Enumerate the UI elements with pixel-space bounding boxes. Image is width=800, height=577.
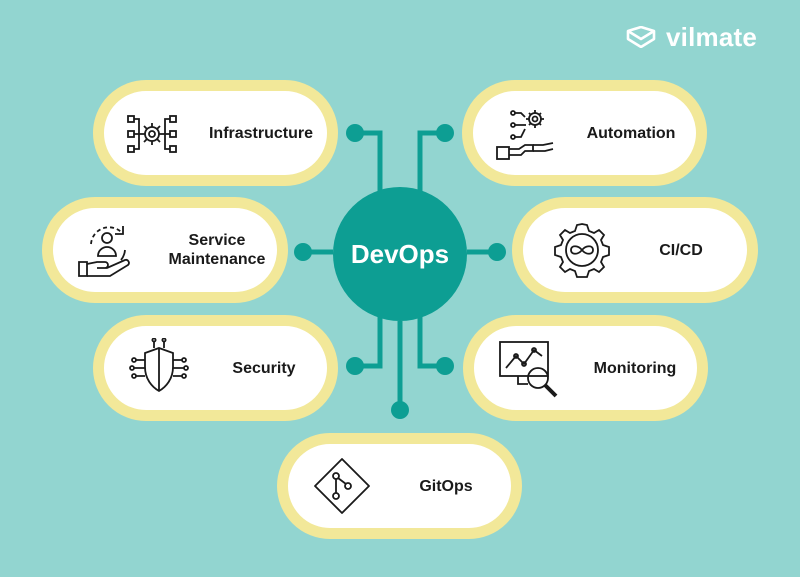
- brand-name: vilmate: [666, 21, 758, 52]
- infrastructure-gear-network-icon: [127, 115, 177, 153]
- node-label: Automation: [586, 124, 676, 142]
- brand-logo: vilmate: [626, 22, 757, 52]
- node-label: Monitoring: [593, 359, 677, 377]
- vilmate-logo-icon: [626, 26, 656, 48]
- node-label: CI/CD: [659, 241, 703, 259]
- node-infrastructure: Infrastructure: [93, 80, 338, 186]
- devops-hub: DevOps: [333, 187, 467, 321]
- node-label: Infrastructure: [208, 124, 314, 142]
- git-branch-icon: [314, 458, 370, 514]
- connector-dot: [436, 124, 454, 142]
- hub-label: DevOps: [350, 238, 450, 269]
- connector-dot: [391, 401, 409, 419]
- monitor-magnifier-icon: [499, 341, 558, 398]
- node-service-maintenance: Service Maintenance: [42, 197, 288, 303]
- node-label: Service Maintenance: [168, 232, 266, 268]
- node-label: GitOps: [419, 477, 473, 495]
- connector-automation: [417, 130, 445, 200]
- connector-monitoring: [417, 310, 445, 369]
- node-security: Security: [93, 315, 338, 421]
- connector-security: [355, 310, 383, 369]
- node-monitoring: Monitoring: [463, 315, 708, 421]
- connector-infrastructure: [355, 130, 383, 200]
- shield-circuit-icon: [129, 338, 189, 393]
- robot-hand-gears-icon: [496, 110, 554, 160]
- connector-dot: [294, 243, 312, 261]
- node-gitops: GitOps: [277, 433, 522, 539]
- connector-dot: [436, 357, 454, 375]
- connector-dot: [346, 357, 364, 375]
- node-cicd: CI/CD: [512, 197, 758, 303]
- hand-person-cycle-icon: [78, 226, 130, 277]
- node-automation: Automation: [462, 80, 707, 186]
- node-label: Security: [232, 359, 296, 377]
- connector-dot: [346, 124, 364, 142]
- infinity-gear-icon: [554, 223, 610, 278]
- connector-dot: [488, 243, 506, 261]
